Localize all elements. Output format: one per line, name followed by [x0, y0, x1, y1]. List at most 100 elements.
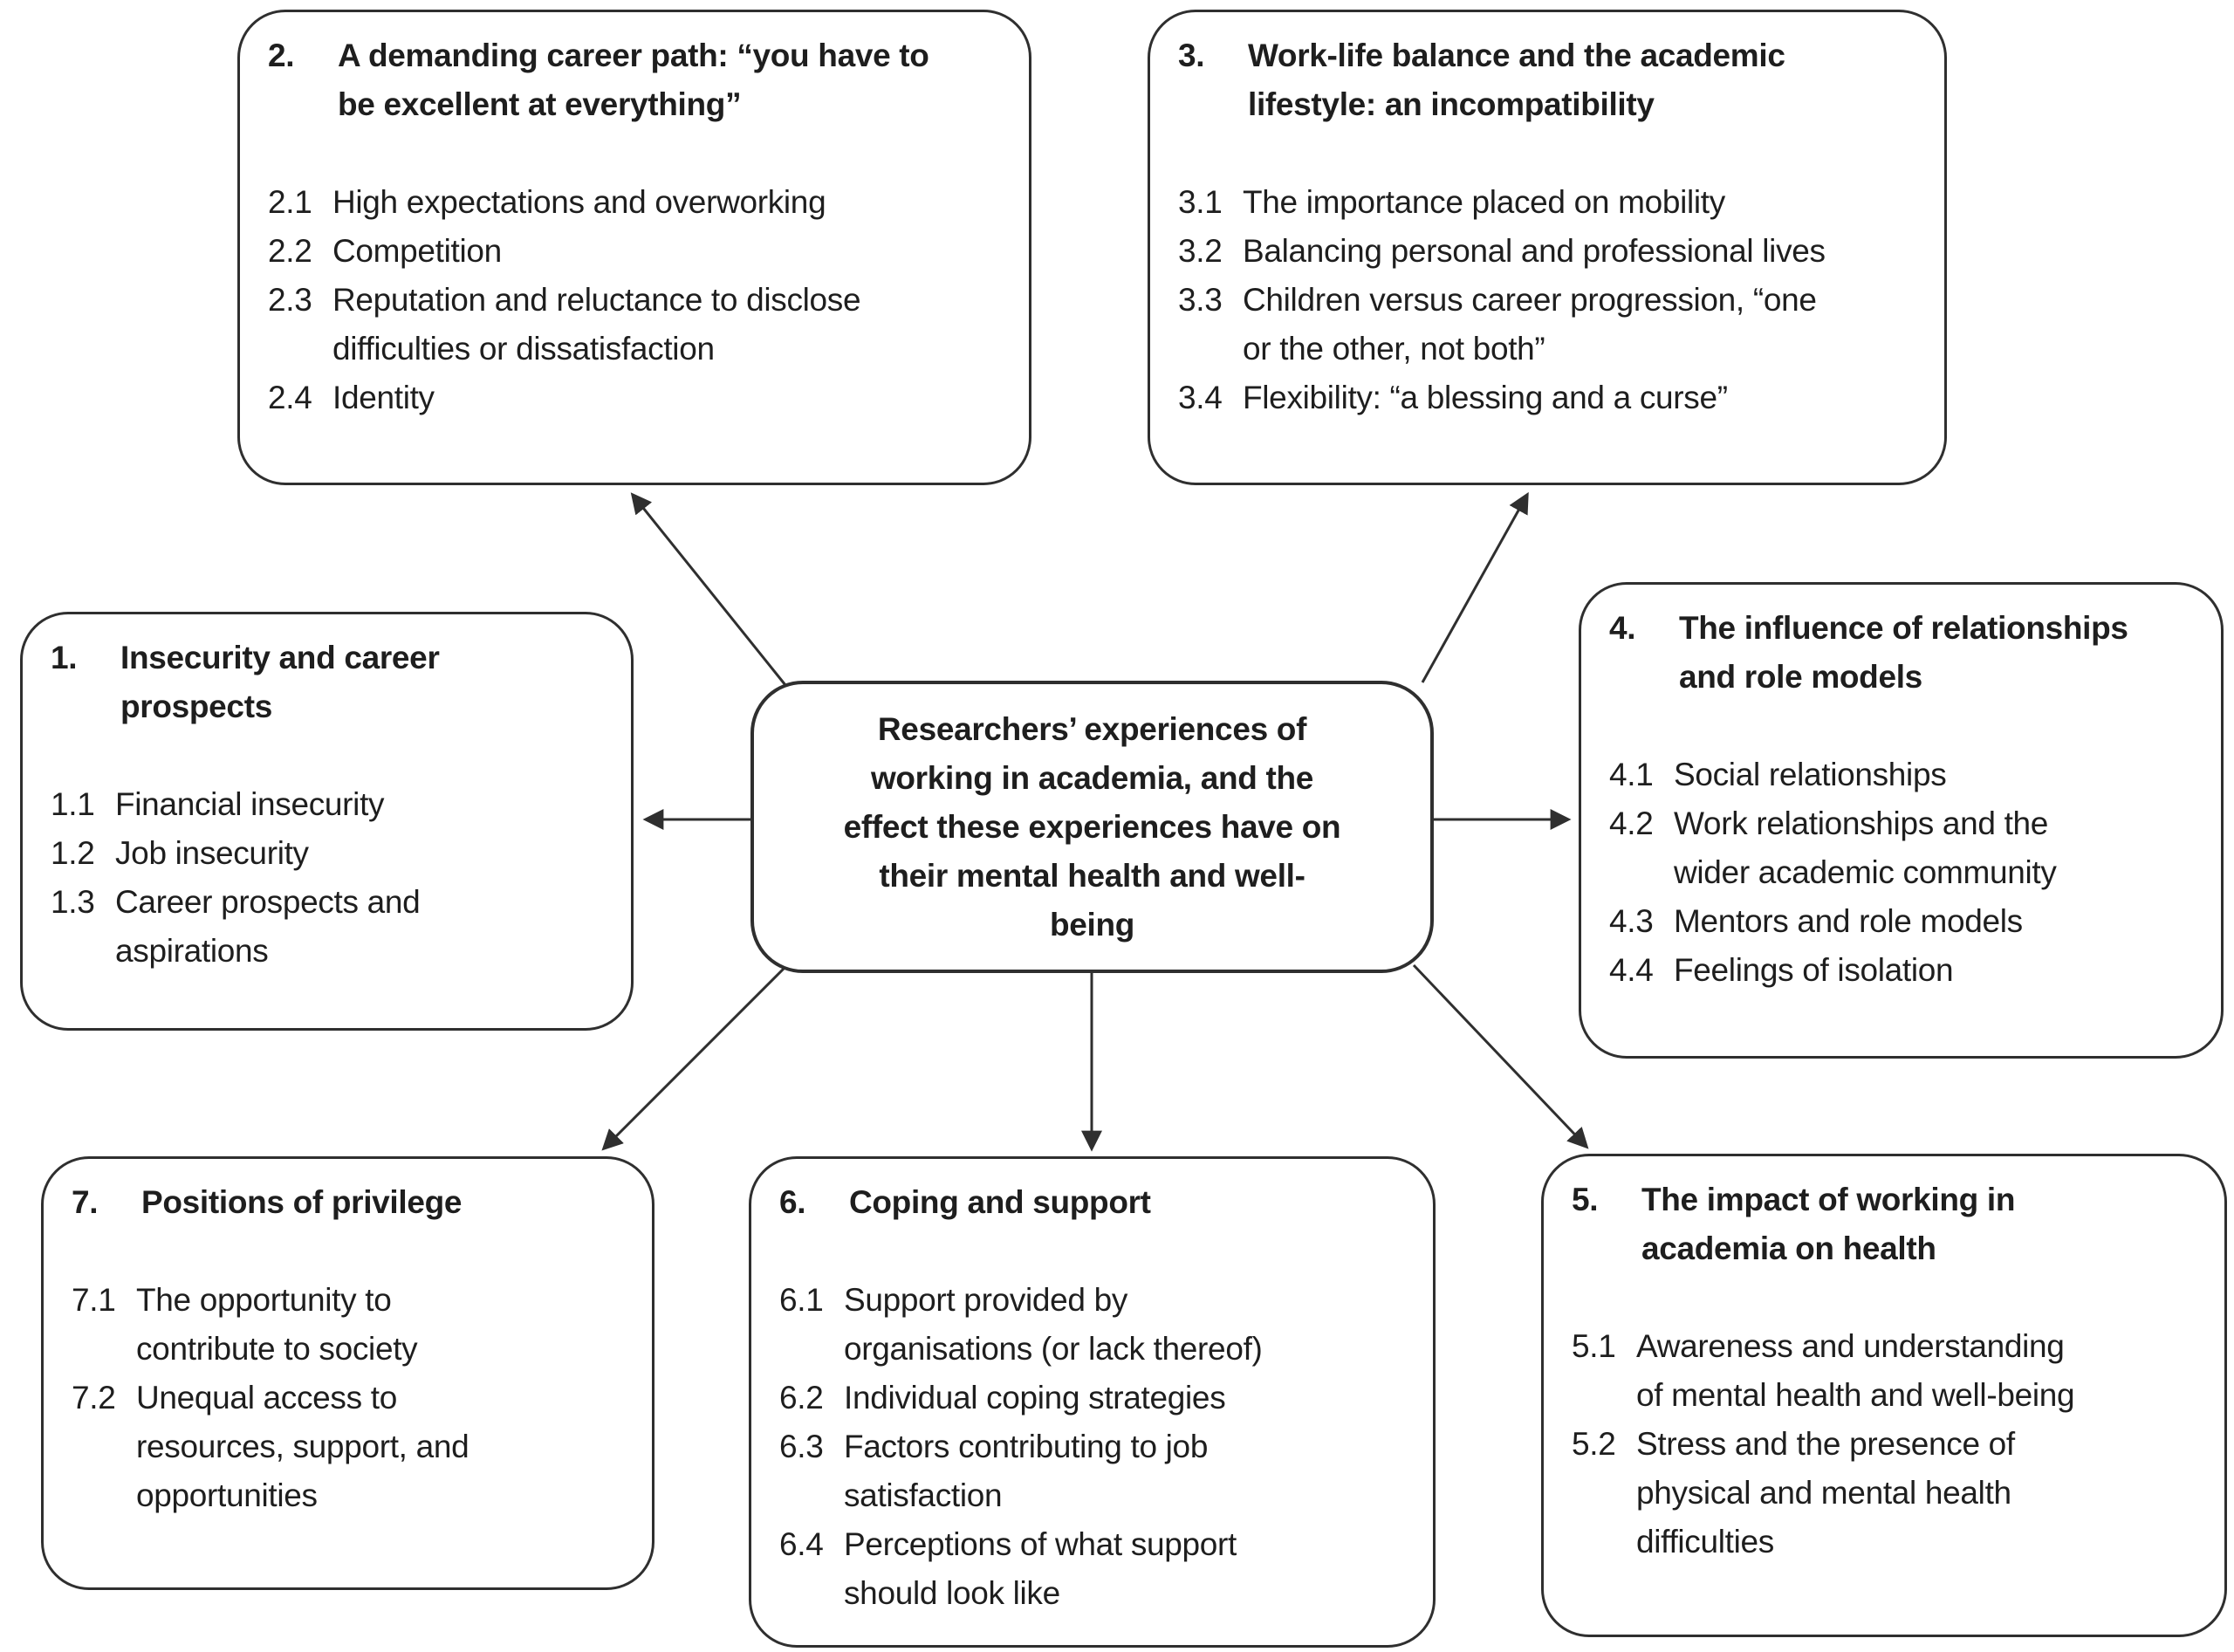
central-theme-text: Researchers’ experiences of working in a…	[843, 710, 1341, 943]
subtheme-item: 3.4 Flexibility: “a blessing and a curse…	[1178, 374, 1930, 422]
theme-heading: 7. Positions of privilege	[72, 1178, 638, 1227]
theme-box-5: 5. The impact of working in academia on …	[1541, 1154, 2227, 1637]
subtheme-number: 6.4	[779, 1526, 824, 1562]
theme-title: Coping and support	[849, 1184, 1151, 1220]
theme-number: 4.	[1609, 610, 1636, 646]
subtheme-item: 2.4 Identity	[268, 374, 1015, 422]
subtheme-text: Individual coping strategies	[844, 1380, 1226, 1416]
subtheme-text: Reputation and reluctance to disclose di…	[332, 282, 861, 367]
subtheme-number: 2.4	[268, 380, 312, 415]
subtheme-number: 6.1	[779, 1282, 824, 1318]
subtheme-list: 3.1 The importance placed on mobility 3.…	[1178, 178, 1930, 422]
theme-title: Positions of privilege	[141, 1184, 463, 1220]
subtheme-text: Flexibility: “a blessing and a curse”	[1243, 380, 1728, 415]
theme-heading: 2. A demanding career path: “you have to…	[268, 31, 1015, 129]
theme-heading: 3. Work-life balance and the academic li…	[1178, 31, 1930, 129]
subtheme-list: 5.1 Awareness and understanding of menta…	[1572, 1322, 2210, 1566]
subtheme-number: 1.1	[51, 786, 95, 822]
theme-box-1: 1. Insecurity and career prospects 1.1 F…	[20, 612, 634, 1031]
theme-title: Work-life balance and the academic lifes…	[1248, 38, 1785, 122]
theme-number: 3.	[1178, 38, 1205, 73]
subtheme-item: 5.2 Stress and the presence of physical …	[1572, 1420, 2210, 1566]
subtheme-number: 4.1	[1609, 757, 1654, 792]
subtheme-text: Unequal access to resources, support, an…	[136, 1380, 469, 1513]
arrow-center-to-theme-2	[630, 492, 787, 686]
subtheme-item: 3.1 The importance placed on mobility	[1178, 178, 1930, 227]
subtheme-text: Identity	[332, 380, 435, 415]
theme-title: Insecurity and career prospects	[120, 640, 440, 724]
subtheme-number: 3.1	[1178, 184, 1223, 220]
subtheme-number: 3.4	[1178, 380, 1223, 415]
subtheme-list: 6.1 Support provided by organisations (o…	[779, 1276, 1419, 1618]
subtheme-item: 7.1 The opportunity to contribute to soc…	[72, 1276, 638, 1374]
subtheme-list: 4.1 Social relationships 4.2 Work relati…	[1609, 751, 2207, 995]
subtheme-text: Children versus career progression, “one…	[1243, 282, 1817, 367]
subtheme-text: Factors contributing to job satisfaction	[844, 1429, 1209, 1513]
subtheme-list: 7.1 The opportunity to contribute to soc…	[72, 1276, 638, 1520]
subtheme-number: 3.2	[1178, 233, 1223, 269]
theme-heading: 6. Coping and support	[779, 1178, 1419, 1227]
subtheme-text: Job insecurity	[115, 835, 309, 871]
theme-box-6: 6. Coping and support 6.1 Support provid…	[749, 1156, 1436, 1648]
subtheme-text: Financial insecurity	[115, 786, 385, 822]
subtheme-number: 2.1	[268, 184, 312, 220]
subtheme-text: Awareness and understanding of mental he…	[1636, 1328, 2075, 1413]
subtheme-item: 6.2 Individual coping strategies	[779, 1374, 1419, 1422]
subtheme-item: 6.1 Support provided by organisations (o…	[779, 1276, 1419, 1374]
subtheme-number: 3.3	[1178, 282, 1223, 318]
subtheme-list: 1.1 Financial insecurity 1.2 Job insecur…	[51, 780, 617, 976]
theme-number: 5.	[1572, 1182, 1599, 1217]
subtheme-item: 7.2 Unequal access to resources, support…	[72, 1374, 638, 1520]
arrow-center-to-theme-3	[1421, 491, 1529, 683]
subtheme-text: Social relationships	[1674, 757, 1947, 792]
subtheme-number: 1.2	[51, 835, 95, 871]
central-theme-node: Researchers’ experiences of working in a…	[750, 681, 1434, 973]
theme-box-2: 2. A demanding career path: “you have to…	[237, 10, 1031, 485]
subtheme-item: 6.4 Perceptions of what support should l…	[779, 1520, 1419, 1618]
subtheme-number: 5.1	[1572, 1328, 1616, 1364]
subtheme-list: 2.1 High expectations and overworking 2.…	[268, 178, 1015, 422]
subtheme-item: 2.3 Reputation and reluctance to disclos…	[268, 276, 1015, 374]
subtheme-item: 1.1 Financial insecurity	[51, 780, 617, 829]
subtheme-item: 3.3 Children versus career progression, …	[1178, 276, 1930, 374]
theme-box-3: 3. Work-life balance and the academic li…	[1148, 10, 1947, 485]
subtheme-text: Work relationships and the wider academi…	[1674, 805, 2057, 890]
subtheme-item: 4.3 Mentors and role models	[1609, 897, 2207, 946]
theme-heading: 1. Insecurity and career prospects	[51, 634, 617, 731]
subtheme-number: 4.2	[1609, 805, 1654, 841]
subtheme-number: 6.3	[779, 1429, 824, 1464]
theme-number: 7.	[72, 1184, 99, 1220]
subtheme-item: 4.1 Social relationships	[1609, 751, 2207, 799]
theme-box-4: 4. The influence of relationships and ro…	[1579, 582, 2224, 1059]
subtheme-item: 1.2 Job insecurity	[51, 829, 617, 878]
subtheme-number: 5.2	[1572, 1426, 1616, 1462]
subtheme-item: 2.1 High expectations and overworking	[268, 178, 1015, 227]
subtheme-text: Support provided by organisations (or la…	[844, 1282, 1263, 1367]
theme-number: 1.	[51, 640, 78, 675]
subtheme-item: 5.1 Awareness and understanding of menta…	[1572, 1322, 2210, 1420]
subtheme-text: Perceptions of what support should look …	[844, 1526, 1237, 1611]
subtheme-number: 7.2	[72, 1380, 116, 1416]
theme-heading: 5. The impact of working in academia on …	[1572, 1176, 2210, 1273]
subtheme-text: The opportunity to contribute to society	[136, 1282, 418, 1367]
subtheme-number: 4.3	[1609, 903, 1654, 939]
subtheme-number: 6.2	[779, 1380, 824, 1416]
subtheme-text: Career prospects and aspirations	[115, 884, 421, 969]
subtheme-number: 1.3	[51, 884, 95, 920]
theme-title: The influence of relationships and role …	[1679, 610, 2128, 695]
subtheme-text: Feelings of isolation	[1674, 952, 1954, 988]
subtheme-text: High expectations and overworking	[332, 184, 826, 220]
arrow-center-to-theme-5	[1412, 963, 1589, 1149]
subtheme-item: 3.2 Balancing personal and professional …	[1178, 227, 1930, 276]
subtheme-text: Competition	[332, 233, 502, 269]
theme-title: The impact of working in academia on hea…	[1641, 1182, 2016, 1266]
subtheme-item: 1.3 Career prospects and aspirations	[51, 878, 617, 976]
subtheme-item: 6.3 Factors contributing to job satisfac…	[779, 1422, 1419, 1520]
subtheme-text: The importance placed on mobility	[1243, 184, 1725, 220]
subtheme-text: Stress and the presence of physical and …	[1636, 1426, 2015, 1559]
subtheme-item: 4.2 Work relationships and the wider aca…	[1609, 799, 2207, 897]
subtheme-text: Balancing personal and professional live…	[1243, 233, 1826, 269]
subtheme-number: 2.2	[268, 233, 312, 269]
theme-number: 6.	[779, 1184, 806, 1220]
